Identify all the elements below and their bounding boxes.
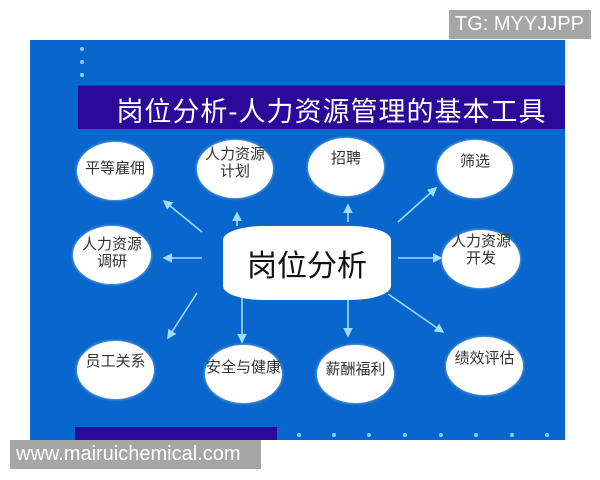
node-employee-relations: 员工关系 (77, 341, 154, 399)
center-node-label: 岗位分析 (247, 249, 367, 284)
bottom-dot (403, 433, 407, 437)
node-label: 绩效评估 (454, 348, 515, 367)
bottom-dot (510, 433, 514, 437)
node-label-line1: 人力资源 (450, 232, 511, 250)
node-label-line1: 人力资源 (81, 235, 142, 253)
node-label: 筛选 (459, 151, 490, 170)
node-hr-development: 人力资源 开发 (442, 230, 520, 288)
center-node-job-analysis: 岗位分析 (223, 226, 391, 300)
watermark-top-right: TG: MYYJJPP (449, 10, 591, 39)
node-label: 招聘 (330, 148, 361, 167)
node-recruitment: 招聘 (308, 138, 384, 196)
node-screening: 筛选 (437, 140, 513, 198)
node-compensation: 薪酬福利 (317, 345, 394, 403)
node-label-line2: 开发 (465, 249, 496, 267)
bottom-decor-bar (75, 427, 277, 440)
node-label: 员工关系 (85, 351, 146, 370)
bottom-dot (332, 433, 336, 437)
bottom-dot (439, 433, 443, 437)
bullet-dot (80, 60, 84, 64)
node-label-line2: 调研 (96, 252, 127, 270)
node-label: 安全与健康 (205, 357, 281, 376)
node-hr-research: 人力资源 调研 (73, 226, 151, 284)
bottom-dot (367, 433, 371, 437)
bottom-dot (474, 433, 478, 437)
node-performance: 绩效评估 (446, 337, 523, 395)
node-label-line2: 计划 (219, 162, 250, 180)
title-bar: 岗位分析-人力资源管理的基本工具 (78, 85, 565, 129)
node-label-line1: 人力资源 (204, 145, 265, 163)
node-hr-planning: 人力资源 计划 (197, 140, 273, 198)
node-safety-health: 安全与健康 (205, 345, 282, 403)
bottom-dot (297, 433, 301, 437)
node-label: 薪酬福利 (325, 359, 386, 378)
watermark-bottom-left: www.mairuichemical.com (10, 440, 261, 469)
bullet-dot (80, 47, 84, 51)
node-equal-employment: 平等雇佣 (77, 142, 153, 200)
node-label: 平等雇佣 (84, 158, 145, 177)
bottom-dot (545, 433, 549, 437)
slide-title: 岗位分析-人力资源管理的基本工具 (116, 97, 547, 128)
bullet-dot (80, 73, 84, 77)
